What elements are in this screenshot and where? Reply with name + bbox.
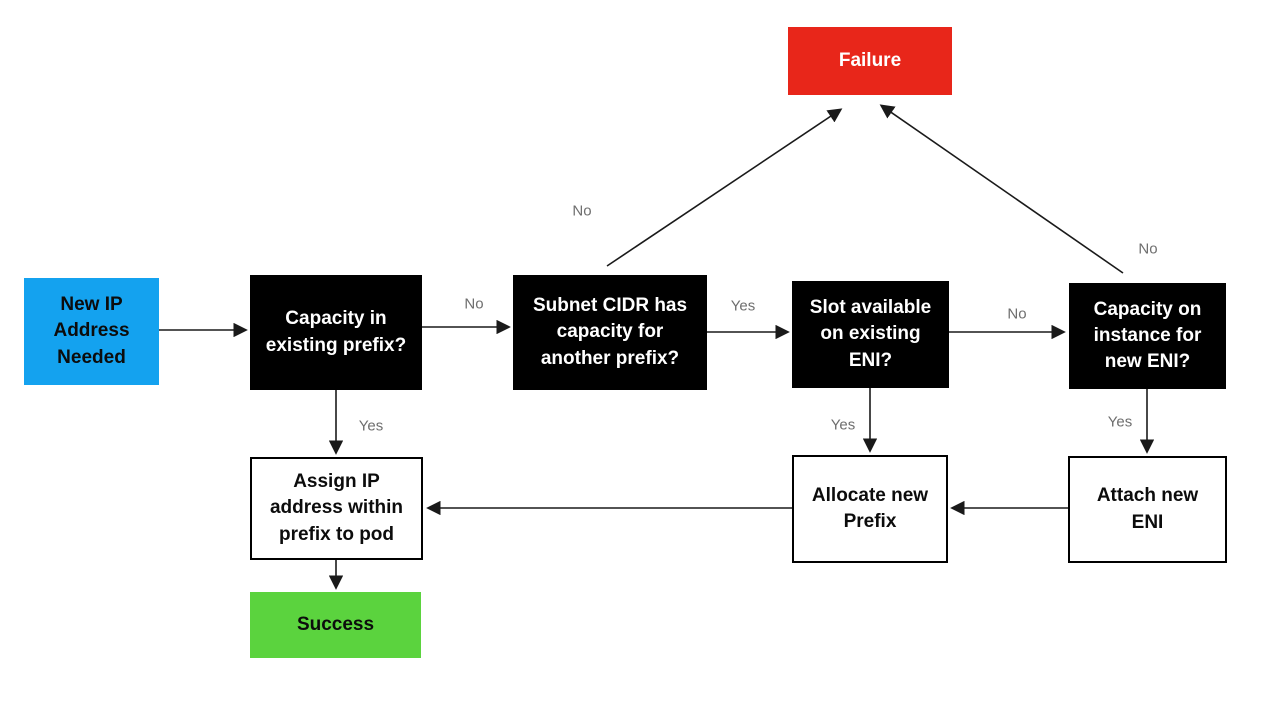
node-new-ip-address-needed: New IP Address Needed: [24, 278, 159, 385]
node-slot-available-on-existing-eni: Slot available on existing ENI?: [792, 281, 949, 388]
node-assign-ip-within-prefix: Assign IP address within prefix to pod: [250, 457, 423, 560]
node-attach-new-eni: Attach new ENI: [1068, 456, 1227, 563]
edge-label-yes-allocate-prefix: Yes: [830, 416, 856, 434]
node-capacity-in-existing-prefix: Capacity in existing prefix?: [250, 275, 422, 390]
edge-label-no-subnet-cidr-failure: No: [572, 202, 592, 220]
node-allocate-new-prefix: Allocate new Prefix: [792, 455, 948, 563]
edge-label-yes-attach-eni: Yes: [1107, 413, 1133, 431]
edge-label-no-slot-available: No: [1007, 305, 1027, 323]
edge-capacity-new-eni-no-to-failure: [879, 104, 1124, 274]
edge-label-no-capacity-existing: No: [464, 295, 484, 313]
node-subnet-cidr-has-capacity: Subnet CIDR has capacity for another pre…: [513, 275, 707, 390]
edge-label-yes-assign-ip: Yes: [358, 417, 384, 435]
node-success: Success: [250, 592, 421, 658]
node-failure: Failure: [788, 27, 952, 95]
edge-subnet-cidr-no-to-failure: [606, 108, 843, 267]
edge-label-no-new-eni-failure: No: [1138, 240, 1158, 258]
edge-label-yes-subnet-cidr: Yes: [730, 297, 756, 315]
node-capacity-on-instance-for-new-eni: Capacity on instance for new ENI?: [1069, 283, 1226, 389]
